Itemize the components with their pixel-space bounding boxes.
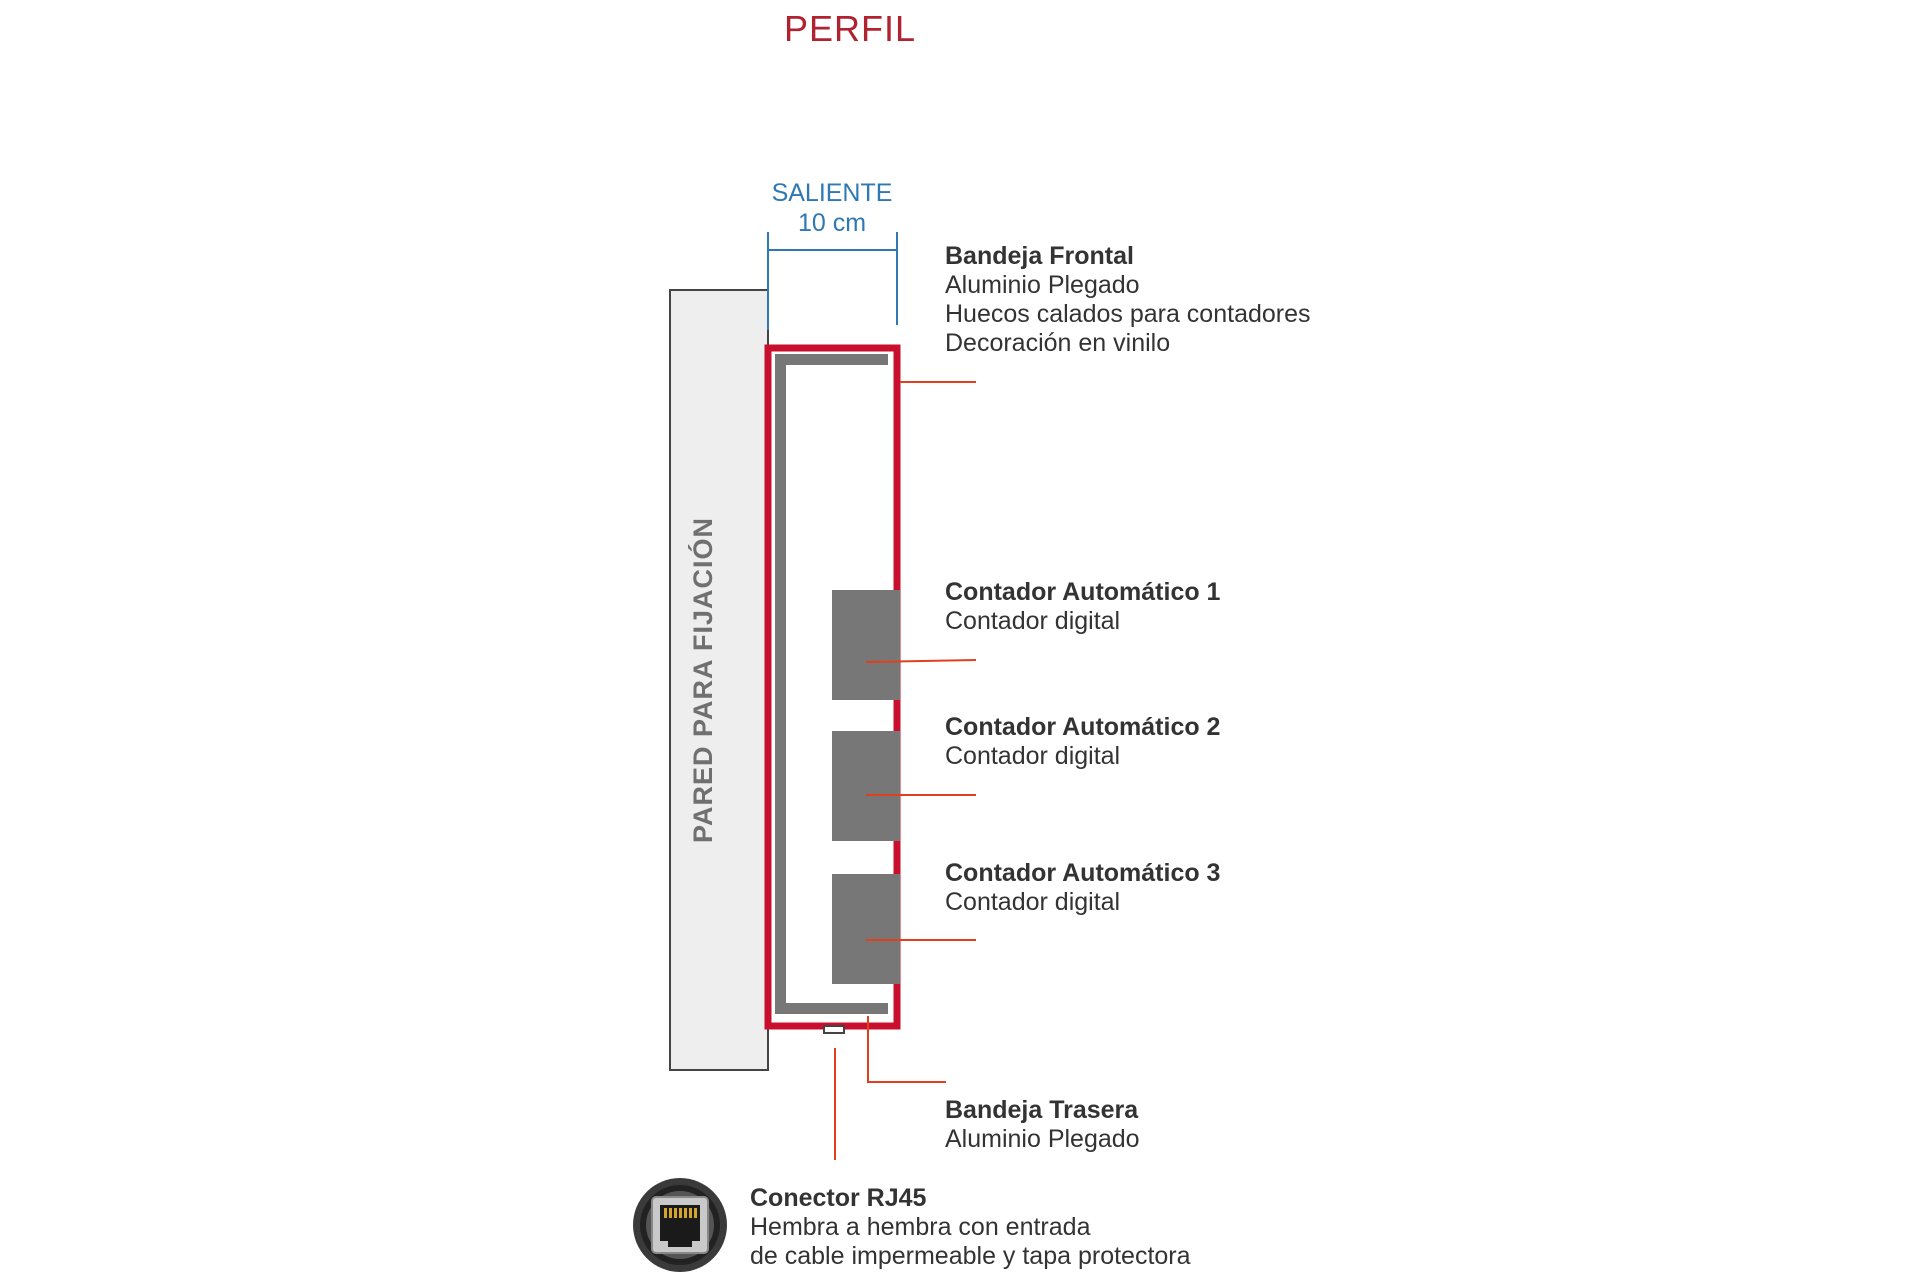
callout-counter-1-line: Contador digital [945, 607, 1121, 635]
counter-1 [832, 590, 900, 700]
callout-counter-3-title: Contador Automático 3 [945, 859, 1221, 887]
callout-rj45-line: de cable impermeable y tapa protectora [750, 1242, 1191, 1270]
dimension-value: 10 cm [797, 209, 867, 237]
callout-counter-1-title: Contador Automático 1 [945, 578, 1221, 606]
callout-counter-3-line: Contador digital [945, 888, 1121, 916]
wall [669, 289, 769, 1071]
callout-back-tray-title: Bandeja Trasera [945, 1096, 1139, 1124]
callout-rj45-title: Conector RJ45 [750, 1184, 927, 1212]
callout-front-tray-title: Bandeja Frontal [945, 242, 1134, 270]
callout-front-tray-line: Aluminio Plegado [945, 271, 1140, 299]
callout-rj45-line: Hembra a hembra con entrada [750, 1213, 1091, 1241]
back-tray-profile [775, 354, 888, 1014]
callout-counter-1: Contador Automático 1 Contador digital [945, 578, 1220, 636]
callout-back-tray-line: Aluminio Plegado [945, 1125, 1140, 1153]
callout-counter-2-title: Contador Automático 2 [945, 713, 1221, 741]
callout-front-tray: Bandeja Frontal Aluminio Plegado Huecos … [945, 242, 1311, 358]
callout-front-tray-line: Huecos calados para contadores [945, 300, 1311, 328]
dimension-bracket [767, 232, 898, 330]
callout-counter-2: Contador Automático 2 Contador digital [945, 713, 1220, 771]
wall-label: PARED PARA FIJACIÓN [688, 516, 718, 844]
counter-2 [832, 731, 900, 841]
dimension-label: SALIENTE 10 cm [752, 178, 912, 238]
callout-back-tray: Bandeja Trasera Aluminio Plegado [945, 1096, 1140, 1154]
callout-rj45: Conector RJ45 Hembra a hembra con entrad… [750, 1184, 1191, 1271]
callout-counter-3: Contador Automático 3 Contador digital [945, 859, 1220, 917]
page-title: PERFIL [783, 8, 917, 49]
rj45-port [823, 1025, 845, 1034]
leader-lines [834, 381, 977, 1160]
dimension-label-text: SALIENTE [771, 179, 893, 207]
callout-counter-2-line: Contador digital [945, 742, 1121, 770]
counter-3 [832, 874, 900, 984]
rj45-connector-icon [633, 1178, 727, 1272]
callout-front-tray-line: Decoración en vinilo [945, 329, 1171, 357]
